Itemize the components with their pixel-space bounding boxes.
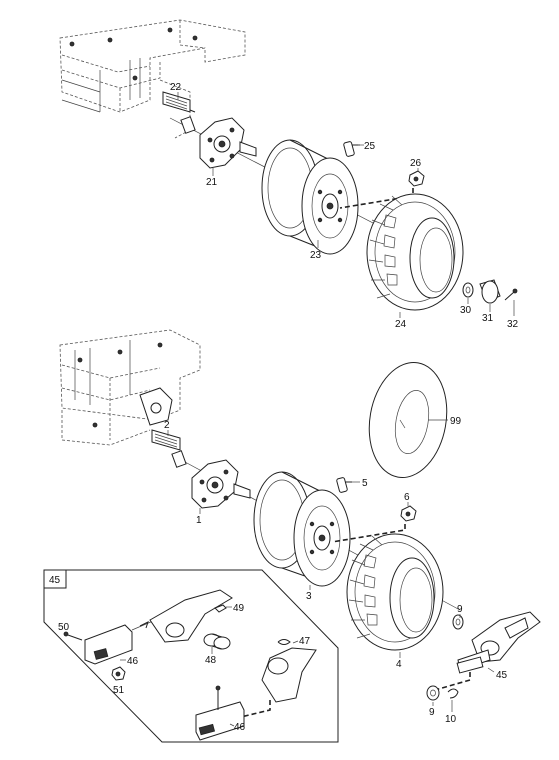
- callout-1: 1: [196, 515, 202, 526]
- callout-45-box: 45: [49, 575, 61, 586]
- upper-plate-part: [162, 91, 191, 113]
- lower-plate-part: [151, 429, 181, 451]
- callout-30: 30: [460, 305, 472, 316]
- callout-46-lower: 46: [234, 722, 246, 733]
- callout-32: 32: [507, 319, 519, 330]
- callout-22: 22: [170, 82, 182, 93]
- callout-48: 48: [205, 655, 217, 666]
- callout-5: 5: [362, 478, 368, 489]
- lower-valve-part: [336, 477, 352, 493]
- callout-49: 49: [233, 603, 245, 614]
- callout-51: 51: [113, 685, 125, 696]
- upper-chassis-frame-icon: [59, 19, 246, 139]
- lower-chassis-frame-icon: [59, 329, 201, 446]
- callout-4: 4: [396, 659, 402, 670]
- inset-bracket-left-part: [63, 624, 133, 681]
- callout-labels: 22 21 25 26 23 24 30 31 32 2 99 5 6 1 3 …: [49, 82, 519, 733]
- inset-fork-lower-part: [261, 639, 317, 703]
- inset-bracket-lower-part: [195, 685, 245, 741]
- callout-3: 3: [306, 591, 312, 602]
- lower-lug-nut-part: [400, 505, 417, 522]
- callout-47: 47: [299, 636, 311, 647]
- callout-24: 24: [395, 319, 407, 330]
- callout-31: 31: [482, 313, 494, 324]
- callout-46-left: 46: [127, 656, 139, 667]
- lower-washer-clip-parts: [426, 685, 459, 701]
- inset-fork-part: [149, 589, 233, 643]
- callout-9-lower: 9: [429, 707, 435, 718]
- callout-99: 99: [450, 416, 462, 427]
- upper-wheel-hub-icon: [180, 116, 257, 169]
- leader-lines: [120, 92, 515, 727]
- callout-50: 50: [58, 622, 70, 633]
- inset-bushing-part: [203, 633, 231, 650]
- caster-fork-icon: [456, 611, 541, 674]
- lower-wheel-rim-icon: [253, 471, 351, 587]
- upper-tire-icon: [366, 193, 464, 311]
- upper-assembly: [59, 19, 518, 311]
- upper-lug-nut-part: [408, 170, 425, 187]
- callout-9-upper: 9: [457, 604, 463, 615]
- callout-10: 10: [445, 714, 457, 725]
- callout-45: 45: [496, 670, 508, 681]
- callout-6: 6: [404, 492, 410, 503]
- callout-25: 25: [364, 141, 376, 152]
- detail-inset-45: [43, 569, 339, 743]
- callout-26: 26: [410, 158, 422, 169]
- callout-2: 2: [164, 420, 170, 431]
- lower-assembly: [59, 329, 541, 701]
- upper-valve-part: [343, 141, 360, 157]
- callout-21: 21: [206, 177, 218, 188]
- lower-washer-part: [452, 614, 464, 630]
- lower-wheel-hub-icon: [171, 450, 251, 509]
- lower-tire-icon: [346, 533, 444, 651]
- inner-tube-icon: [368, 362, 448, 478]
- upper-wheel-rim-icon: [261, 139, 359, 255]
- callout-23: 23: [310, 250, 322, 261]
- upper-hub-cap-parts: [462, 279, 518, 304]
